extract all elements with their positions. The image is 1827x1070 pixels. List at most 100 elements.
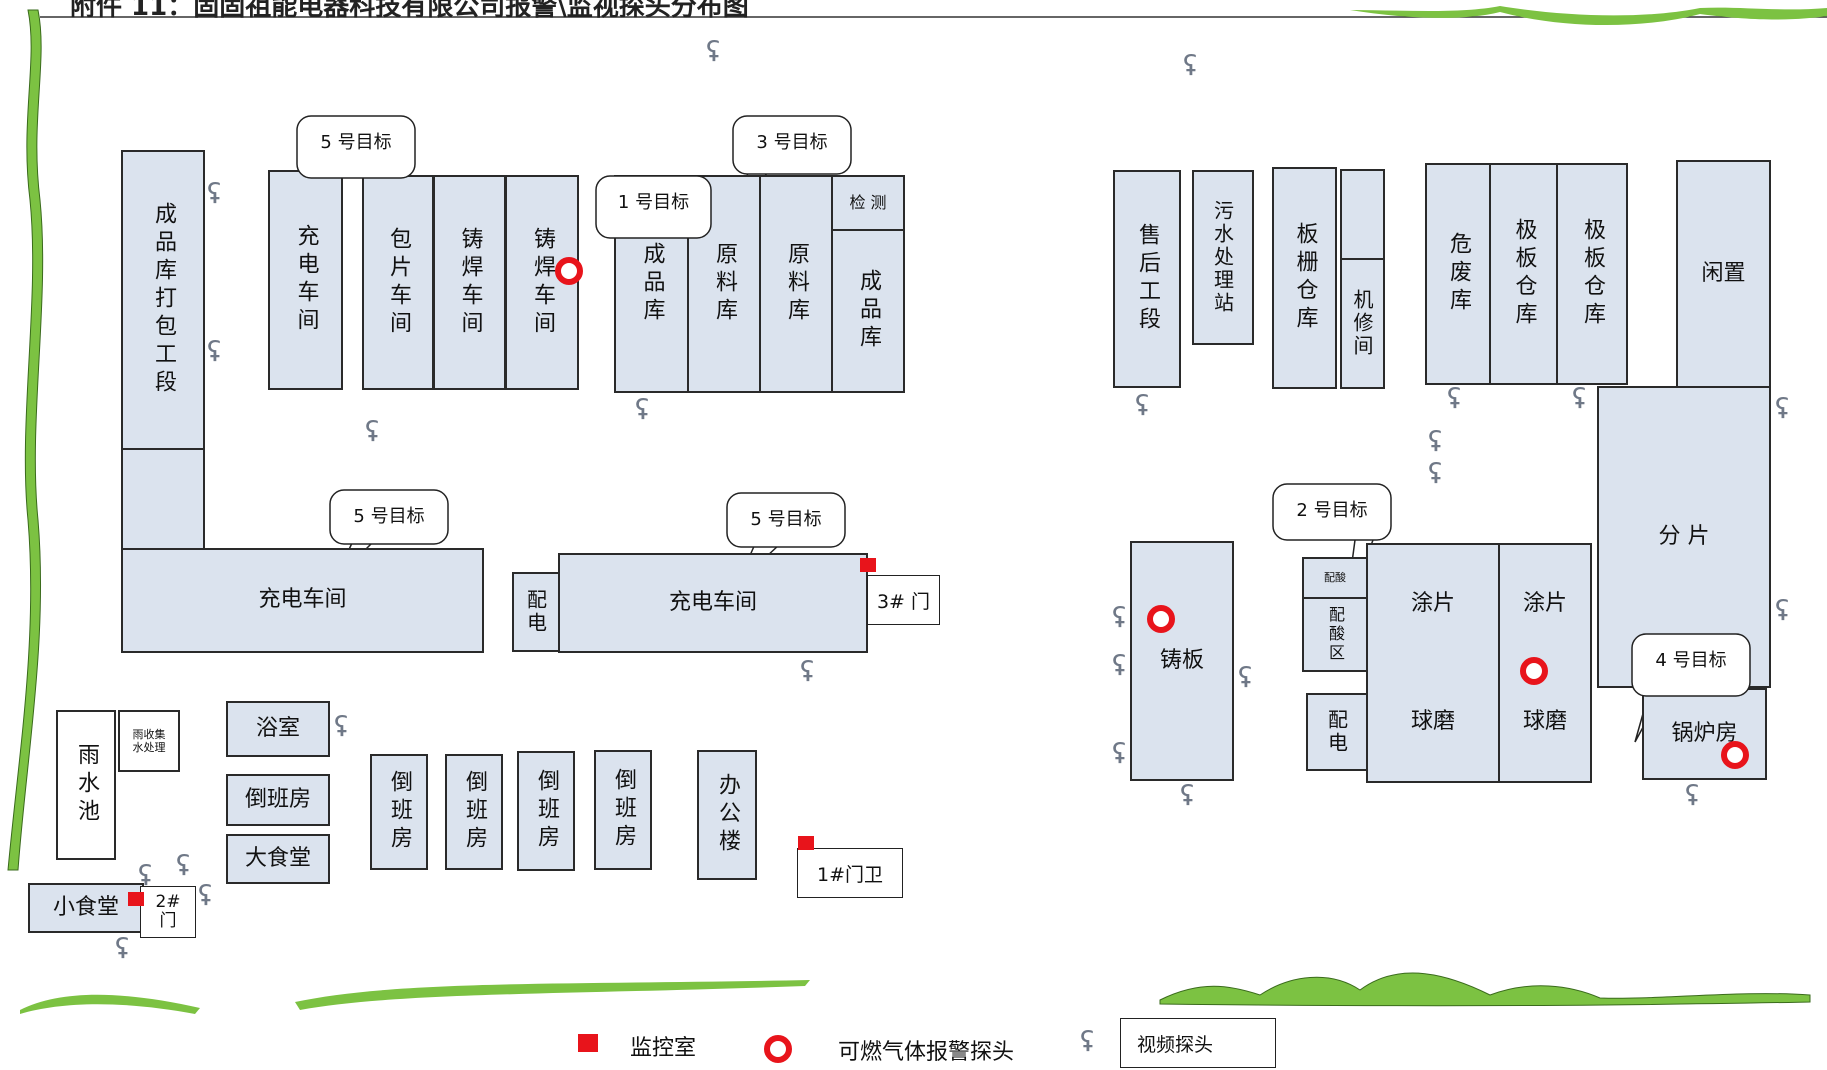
video-camera-icon: ʢ [365, 415, 380, 448]
video-camera-icon: ʢ [1572, 382, 1587, 415]
video-camera-icon: ʢ [176, 849, 191, 882]
building-label: 成品库 [639, 242, 665, 326]
video-camera-icon: ʢ [1428, 425, 1443, 458]
building-repair: 机修间 [1340, 258, 1385, 389]
legend-gas-detector-label: 可燃气体报警探头 [838, 1040, 1015, 1065]
gas-detector-icon [555, 257, 583, 285]
gas-detector-icon [1520, 657, 1548, 685]
video-camera-icon: ʢ [138, 859, 153, 892]
building-label: 包片车间 [386, 226, 411, 339]
video-camera-icon: ʢ [1112, 737, 1127, 770]
gas-detector-icon [1721, 741, 1749, 769]
building-finished-goods-packing: 成品库打包工段 [121, 150, 205, 450]
building-label: 雨水池 [74, 743, 99, 827]
video-camera-icon: ʢ [635, 393, 650, 426]
building-hazardous-waste: 危废库 [1425, 163, 1491, 385]
building-label: 倒班房 [462, 770, 487, 854]
callout-label: 4 号目标 [1655, 650, 1727, 671]
building-charging-3: 充电车间 [558, 553, 868, 653]
callout-label: 2 号目标 [1296, 500, 1368, 521]
video-camera-icon: ʢ [198, 879, 213, 912]
building-label: 极板仓库 [1580, 218, 1605, 330]
building-label: 铸板 [1159, 647, 1204, 673]
video-camera-icon: ʢ [1238, 661, 1253, 694]
video-camera-icon: ʢ [1135, 389, 1150, 422]
building-label: 污水处理站 [1210, 200, 1235, 315]
video-camera-icon: ʢ [1112, 649, 1127, 682]
building-finished-goods-2: 成品库 [831, 229, 905, 393]
building-bathroom: 浴室 [226, 701, 330, 757]
building-label: 充电车间 [668, 589, 757, 615]
building-cast-weld-1: 铸焊车间 [433, 175, 506, 390]
callout-target-2 [1272, 483, 1392, 541]
building-label: 配电 [523, 589, 548, 635]
callout-target-1 [595, 175, 712, 239]
building-sewage-treatment: 污水处理站 [1192, 170, 1254, 345]
building-label: 球磨 [1410, 708, 1455, 734]
callout-label: 1 号目标 [617, 192, 690, 213]
building-plate-casting: 铸板 [1130, 541, 1234, 781]
building-label: 球磨 [1522, 708, 1567, 734]
building-label: 倒班房 [387, 770, 412, 854]
building-rainwater-pool: 雨水池 [56, 710, 116, 860]
legend-video-probe-box: 视频探头 [1120, 1018, 1276, 1068]
building-label: 铸焊车间 [457, 226, 483, 339]
video-camera-icon: ʢ [207, 335, 222, 368]
legend-gas-detector-icon [764, 1035, 792, 1063]
page-title: 附件 11：固固祖能电器科技有限公司报警\监视探头分布图 [70, 0, 749, 22]
building-label: 危废库 [1446, 232, 1471, 316]
video-camera-icon: ʢ [1685, 779, 1700, 812]
building-annex-small [1340, 169, 1385, 261]
legend-monitor-room-label: 监控室 [630, 1036, 697, 1061]
video-camera-icon: ʢ [706, 35, 721, 68]
callout-label: 5 号目标 [320, 132, 392, 153]
building-small-canteen: 小食堂 [28, 883, 144, 933]
building-label: 倒班房 [534, 769, 559, 853]
gate-3: 3# 门 [867, 575, 940, 625]
legend-monitor-room-icon [578, 1034, 598, 1052]
building-pasting-1: 涂片 球磨 [1366, 543, 1500, 783]
video-camera-icon: ʢ [334, 710, 349, 743]
building-shift-room-1: 倒班房 [370, 754, 428, 870]
building-label: 铸焊车间 [530, 226, 555, 339]
legend-video-probe-label: 视频探头 [1137, 1033, 1214, 1056]
building-label: 成品库 [856, 269, 881, 353]
building-label: 机修间 [1350, 289, 1374, 358]
building-inspection: 检 测 [831, 175, 905, 231]
building-label: 原料库 [712, 242, 737, 326]
building-charging-1: 充电车间 [268, 170, 343, 390]
building-label: 办公楼 [715, 773, 740, 857]
building-idle: 闲置 [1676, 160, 1771, 388]
building-shift-room-3: 倒班房 [517, 751, 575, 871]
building-acid-area: 配酸区 [1302, 597, 1368, 672]
video-camera-icon: ʢ [1775, 392, 1790, 425]
building-label: 充电车间 [258, 587, 347, 613]
building-label: 雨收集水处理 [132, 727, 166, 754]
video-camera-icon: ʢ [207, 177, 222, 210]
building-plate-warehouse-2: 极板仓库 [1556, 163, 1628, 385]
building-label: 配酸区 [1326, 606, 1345, 663]
gate-1-guard: 1#门卫 [797, 848, 903, 898]
building-raw-material-2: 原料库 [759, 175, 833, 393]
callout-target-5b [329, 489, 449, 545]
monitor-room-icon [128, 892, 144, 906]
building-label: 配酸 [1324, 571, 1346, 585]
video-camera-icon: ʢ [1775, 594, 1790, 627]
building-label: 售后工段 [1135, 223, 1160, 335]
building-label: 小食堂 [52, 894, 119, 920]
monitor-room-icon [860, 558, 876, 572]
building-label: 涂片 [1410, 590, 1455, 616]
callout-target-4 [1631, 633, 1751, 697]
gas-detector-icon [1147, 605, 1175, 633]
building-office: 办公楼 [697, 750, 757, 880]
building-label: 涂片 [1522, 590, 1567, 616]
gate-label: 3# 门 [876, 590, 931, 613]
building-shift-room-4: 倒班房 [594, 750, 652, 870]
video-camera-icon: ʢ [1428, 457, 1443, 490]
building-rainwater-treatment: 雨收集水处理 [118, 710, 180, 772]
gate-label: 2# 门 [155, 892, 181, 931]
callout-label: 5 号目标 [750, 509, 822, 530]
building-shift-room-2: 倒班房 [445, 754, 503, 870]
legend-video-camera-icon: ʢ [1080, 1025, 1095, 1058]
